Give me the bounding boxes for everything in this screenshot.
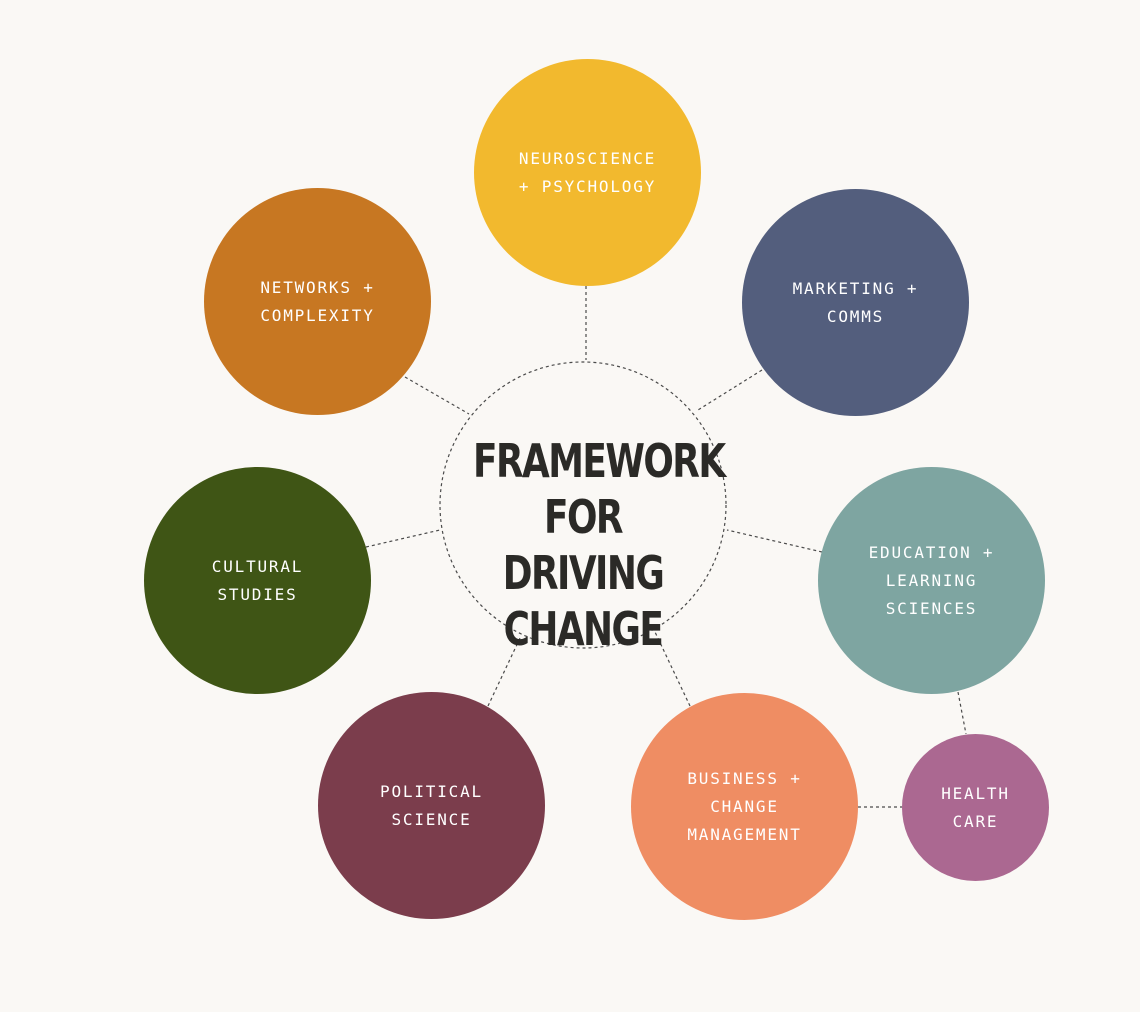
center-title-line: CHANGE: [503, 602, 664, 656]
node-cultural: CULTURAL STUDIES: [144, 467, 371, 694]
node-label: NETWORKS + COMPLEXITY: [260, 274, 374, 330]
node-label-line: LEARNING: [885, 570, 978, 590]
node-label-line: STUDIES: [217, 584, 298, 604]
center-title-line: FOR DRIVING: [502, 490, 665, 600]
node-label: EDUCATION + LEARNING SCIENCES: [869, 539, 995, 623]
node-health: HEALTH CARE: [902, 734, 1049, 881]
node-label-line: NEUROSCIENCE: [518, 148, 657, 168]
node-label-line: BUSINESS +: [687, 768, 802, 788]
node-label: MARKETING + COMMS: [793, 275, 919, 331]
node-label-line: + PSYCHOLOGY: [518, 176, 657, 196]
node-political: POLITICAL SCIENCE: [318, 692, 545, 919]
node-label-line: SCIENCES: [885, 598, 978, 618]
node-label-line: NETWORKS +: [260, 277, 375, 297]
connector-marketing: [697, 369, 763, 411]
connector-education: [726, 529, 823, 553]
node-label-line: EDUCATION +: [868, 542, 995, 562]
node-business: BUSINESS + CHANGE MANAGEMENT: [631, 693, 858, 920]
node-label-line: MANAGEMENT: [687, 824, 802, 844]
node-label-line: COMMS: [826, 306, 885, 326]
node-label-line: COMPLEXITY: [260, 305, 375, 325]
node-neuroscience: NEUROSCIENCE + PSYCHOLOGY: [474, 59, 701, 286]
center-title: FRAMEWORK FOR DRIVING CHANGE: [473, 433, 726, 657]
node-label: CULTURAL STUDIES: [212, 553, 303, 609]
center-title-line: FRAMEWORK: [473, 434, 726, 488]
connector-education-health: [957, 691, 967, 735]
center-ring: [439, 361, 727, 649]
node-label-line: POLITICAL: [380, 781, 483, 801]
node-label: HEALTH CARE: [941, 780, 1010, 836]
connector-political: [487, 635, 522, 707]
node-label-line: SCIENCE: [391, 809, 472, 829]
connector-cultural: [365, 529, 441, 548]
node-marketing: MARKETING + COMMS: [742, 189, 969, 416]
node-label: BUSINESS + CHANGE MANAGEMENT: [687, 765, 801, 849]
node-label-line: MARKETING +: [792, 278, 919, 298]
node-label: POLITICAL SCIENCE: [380, 778, 483, 834]
connector-business: [654, 631, 691, 707]
node-label-line: CULTURAL: [211, 556, 304, 576]
node-networks: NETWORKS + COMPLEXITY: [204, 188, 431, 415]
node-education: EDUCATION + LEARNING SCIENCES: [818, 467, 1045, 694]
node-label-line: HEALTH: [941, 783, 1010, 803]
node-label: NEUROSCIENCE + PSYCHOLOGY: [519, 145, 656, 201]
node-label-line: CHANGE: [710, 796, 779, 816]
node-label-line: CARE: [952, 811, 999, 831]
connector-networks: [404, 376, 470, 415]
